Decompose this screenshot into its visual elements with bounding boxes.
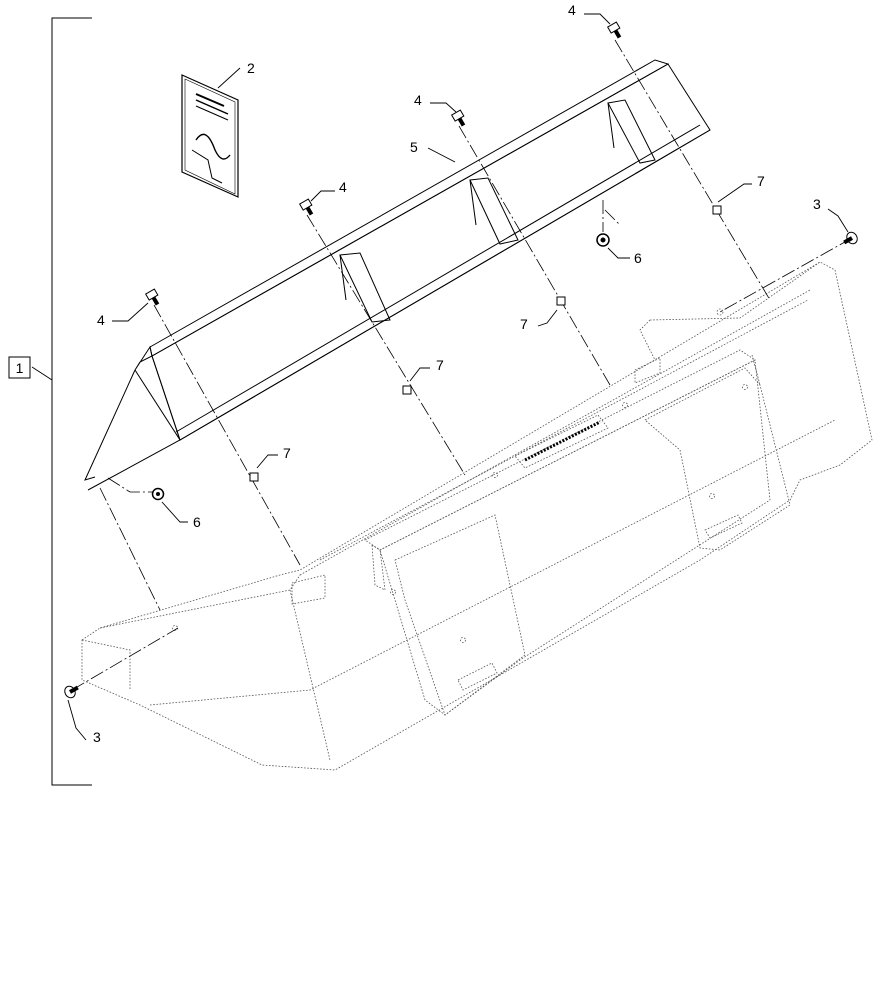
callout-3-right: 3: [813, 196, 821, 212]
bolt-3-left: [64, 685, 79, 699]
nut-7-right-top: [712, 205, 722, 215]
bolt-4-upper-mid: [450, 109, 466, 127]
callout-4-top: 4: [568, 2, 576, 18]
callout-7-left: 7: [283, 445, 291, 461]
callout-7-mid: 7: [436, 357, 444, 373]
nut-6-right: [596, 233, 610, 247]
channel-cover: [84, 59, 711, 491]
callout-7-right-top: 7: [757, 173, 765, 189]
operator-manual: [181, 74, 239, 198]
callout-5: 5: [410, 139, 418, 155]
bolt-3-right: [843, 231, 858, 245]
bolt-4-left: [144, 288, 160, 306]
nut-7-right-mid: [556, 296, 566, 306]
assembly-bracket: [31, 17, 92, 786]
callout-4-mid: 4: [339, 179, 347, 195]
assembly-centerlines: [71, 39, 853, 691]
bolt-4-top: [606, 21, 622, 39]
callout-2: 2: [247, 60, 255, 76]
callout-7-right-mid: 7: [520, 316, 528, 332]
nut-7-left: [249, 472, 259, 482]
nut-6-left: [151, 487, 165, 501]
callout-1: 1: [16, 360, 24, 376]
assembly-callout-box: [8, 356, 31, 379]
callout-6-right: 6: [634, 250, 642, 266]
bucket-body: [81, 261, 873, 771]
callout-6-left: 6: [193, 514, 201, 530]
bolt-4-mid: [298, 198, 314, 216]
nut-7-mid: [402, 385, 412, 395]
callout-4-upper-mid: 4: [414, 92, 422, 108]
callout-3-left: 3: [93, 729, 101, 745]
callout-4-left: 4: [97, 312, 105, 328]
